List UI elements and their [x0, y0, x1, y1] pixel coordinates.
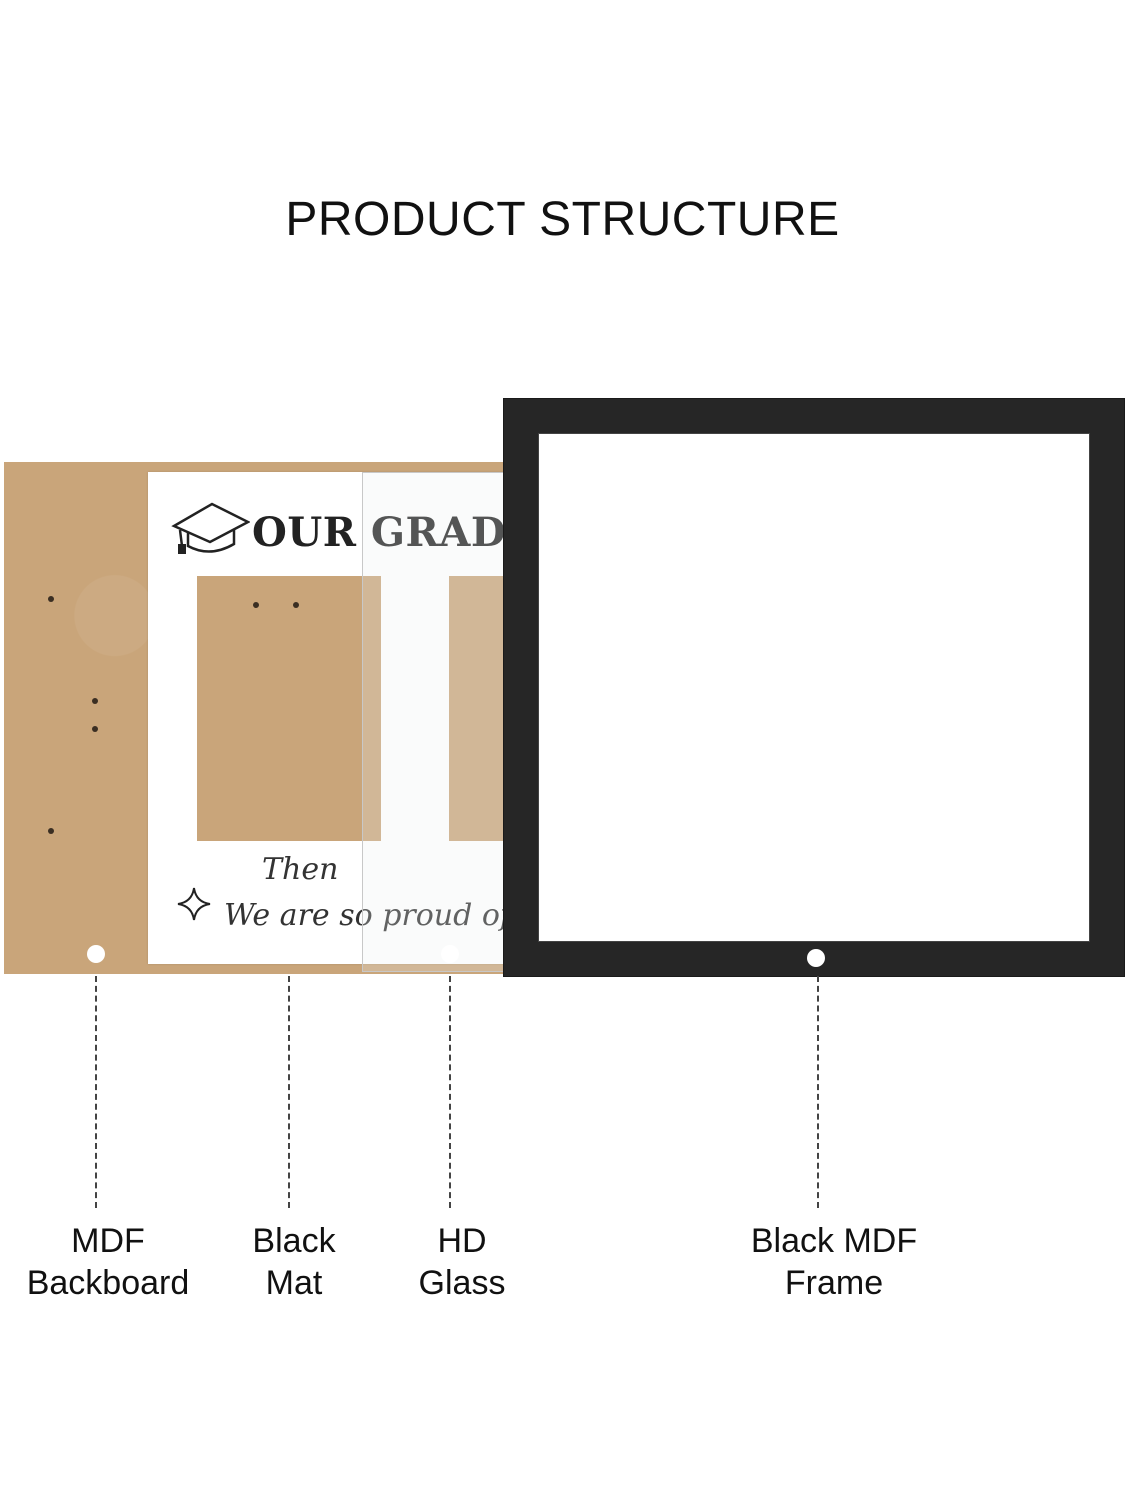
backboard-hole	[293, 602, 299, 608]
leader-line-glass	[449, 976, 451, 1208]
leader-line-frame	[817, 976, 819, 1208]
caption-then: Then	[262, 852, 339, 887]
label-line: Black MDF	[750, 1222, 918, 1260]
label-line: Black	[252, 1222, 336, 1260]
marker-mat	[278, 945, 296, 963]
black-mdf-frame	[504, 399, 1124, 976]
label-line: Glass	[418, 1264, 506, 1302]
label-line: MDF	[71, 1222, 145, 1260]
backboard-hole	[48, 828, 54, 834]
label-black-mat: Black Mat	[214, 1220, 374, 1304]
sparkle-icon	[177, 887, 211, 921]
label-black-mdf-frame: Black MDF Frame	[714, 1220, 954, 1304]
label-hd-glass: HD Glass	[382, 1220, 542, 1304]
label-line: Backboard	[26, 1264, 190, 1302]
leader-line-backboard	[95, 976, 97, 1208]
label-mdf-backboard: MDF Backboard	[8, 1220, 208, 1304]
backboard-hole	[48, 596, 54, 602]
label-line: Mat	[265, 1264, 323, 1302]
graduation-cap-icon	[171, 502, 250, 554]
leader-line-mat	[288, 976, 290, 1208]
backboard-hole	[253, 602, 259, 608]
frame-opening	[538, 433, 1090, 942]
label-line: HD	[437, 1222, 487, 1260]
label-line: Frame	[784, 1264, 884, 1302]
marker-frame	[807, 949, 825, 967]
backboard-hole	[92, 726, 98, 732]
photo-window-then	[197, 576, 381, 841]
marker-backboard	[87, 945, 105, 963]
page-title: PRODUCT STRUCTURE	[285, 193, 840, 246]
backboard-hole	[92, 698, 98, 704]
marker-glass	[441, 945, 459, 963]
